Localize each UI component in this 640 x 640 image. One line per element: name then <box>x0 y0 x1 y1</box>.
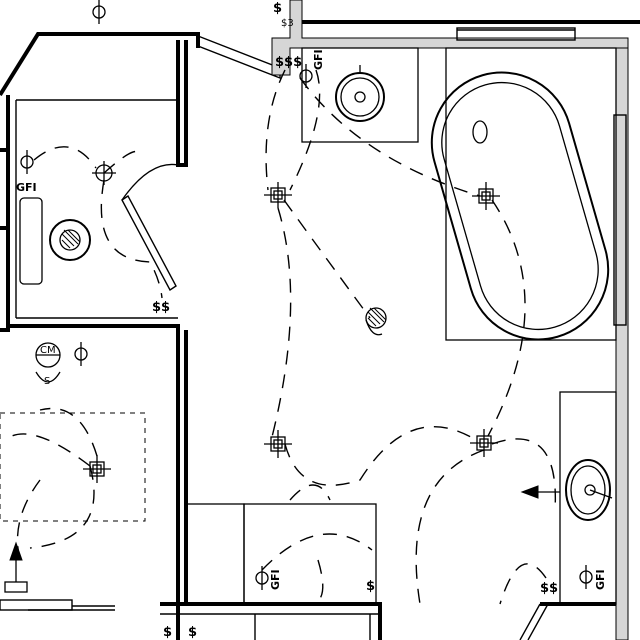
top-sink-bowl-inner <box>340 77 380 117</box>
wire-hall-bottom-to-vanity <box>284 426 477 486</box>
wire-tub-to-vanity <box>487 199 526 437</box>
top-vanity <box>301 47 419 143</box>
outlet-right-vanity <box>579 565 593 589</box>
fixtures <box>0 47 617 605</box>
switch-label-top: $ <box>273 1 282 16</box>
gfi-label-bottom-vanity: GFI <box>269 569 282 590</box>
right-sink-faucet <box>589 489 613 499</box>
wall-angled-jamb <box>197 34 281 80</box>
closet-fan-inner <box>59 229 81 251</box>
wire-vanity-to-counter <box>415 449 485 605</box>
wall-bottom-right-jamb <box>519 603 549 640</box>
outlet-closet-gfi <box>20 150 34 174</box>
labels: $ $3 $$$ GFI GFI $$ CM S GFI $ $$ GFI $ … <box>16 1 607 640</box>
switch-label-bottom-left: $ <box>163 625 172 640</box>
wire-closet-light <box>103 150 139 174</box>
bathtub-outline <box>445 47 617 341</box>
wire-bottom-vanity <box>261 533 373 571</box>
wire-closet-switch <box>100 179 163 299</box>
wire-hall-switches <box>265 69 286 191</box>
closet-toilet <box>19 197 91 285</box>
left-shelf <box>0 599 73 611</box>
arrows <box>4 485 560 593</box>
smoke-detector <box>35 371 61 383</box>
arrow-up-left <box>4 541 28 593</box>
wire-bottom-switch <box>311 559 324 605</box>
bathtub-basin-inner <box>441 81 599 331</box>
light-hall-top <box>264 182 292 208</box>
wall-closet-bottom <box>8 324 180 640</box>
right-vanity <box>559 391 617 605</box>
closet-door <box>121 194 177 292</box>
outlet-top-left <box>92 0 106 24</box>
right-vanity-counter <box>559 391 617 605</box>
outlet-left-room <box>74 342 88 366</box>
closet-fan-hatch <box>61 229 81 249</box>
gfi-label-right-vanity: GFI <box>594 569 607 590</box>
wall-closet-left <box>0 95 10 332</box>
top-vanity-counter <box>301 47 419 143</box>
wall-left-stub <box>0 148 8 230</box>
switch-label-bottom-counter: $ <box>366 579 375 594</box>
gfi-label-top-vanity: GFI <box>312 49 325 70</box>
ceiling-lights <box>83 161 500 483</box>
switch-label-top-sub: $3 <box>281 18 294 29</box>
wall-closet-inner <box>15 99 178 319</box>
bottom-counter-left <box>185 503 245 605</box>
switch-label-hall-triple: $$$ <box>275 55 302 70</box>
outlets <box>20 0 593 590</box>
arrow-left-vanity <box>520 485 560 499</box>
wire-closet-gfi <box>33 146 97 169</box>
closet-door-swing <box>121 163 179 201</box>
closet-fan <box>49 219 91 261</box>
ceiling-mount-ring <box>35 342 61 368</box>
wire-left-room-loop <box>4 407 98 549</box>
exhaust-fan-center <box>365 307 387 336</box>
right-sink-bowl-inner <box>570 465 606 515</box>
wall-closet-right-upper <box>176 40 188 167</box>
wire-tub-light <box>299 77 481 197</box>
light-left-room <box>83 455 111 483</box>
bathtub-basin <box>430 71 610 341</box>
wire-bottom-counter <box>289 484 331 501</box>
wire-vanity-to-right <box>491 438 557 511</box>
wiring <box>4 69 557 605</box>
window-right <box>613 114 627 326</box>
wall-master-top <box>271 0 629 76</box>
wire-top-vanity <box>289 69 321 191</box>
switch-label-bottom-left-2: $ <box>188 625 197 640</box>
wire-left-smoke <box>16 479 41 561</box>
closet-bench <box>19 197 43 285</box>
doors <box>121 163 179 292</box>
top-sink-drain <box>354 91 366 103</box>
smoke-detector-label: S <box>44 376 50 387</box>
switch-label-closet: $$ <box>152 300 170 315</box>
right-sink-bowl <box>565 459 611 521</box>
ceiling-mount-label: CM <box>40 345 56 356</box>
window-top <box>456 27 576 41</box>
top-sink-bowl <box>335 72 385 122</box>
bathtub <box>430 47 617 341</box>
switch-label-right-vanity: $$ <box>540 581 558 596</box>
wire-right-vanity-switch <box>499 563 547 605</box>
bottom-counter-right <box>243 503 377 605</box>
wall-closet-top <box>0 32 200 97</box>
gfi-label-closet: GFI <box>16 181 37 194</box>
right-sink-drain <box>584 484 596 496</box>
wire-hall-top-to-bottom <box>271 207 292 438</box>
outlet-top-vanity <box>299 64 313 88</box>
wire-hall-to-fan <box>283 199 371 319</box>
bathtub-drain <box>472 120 488 144</box>
light-hall-bottom <box>264 430 292 458</box>
area-outline <box>0 412 146 522</box>
